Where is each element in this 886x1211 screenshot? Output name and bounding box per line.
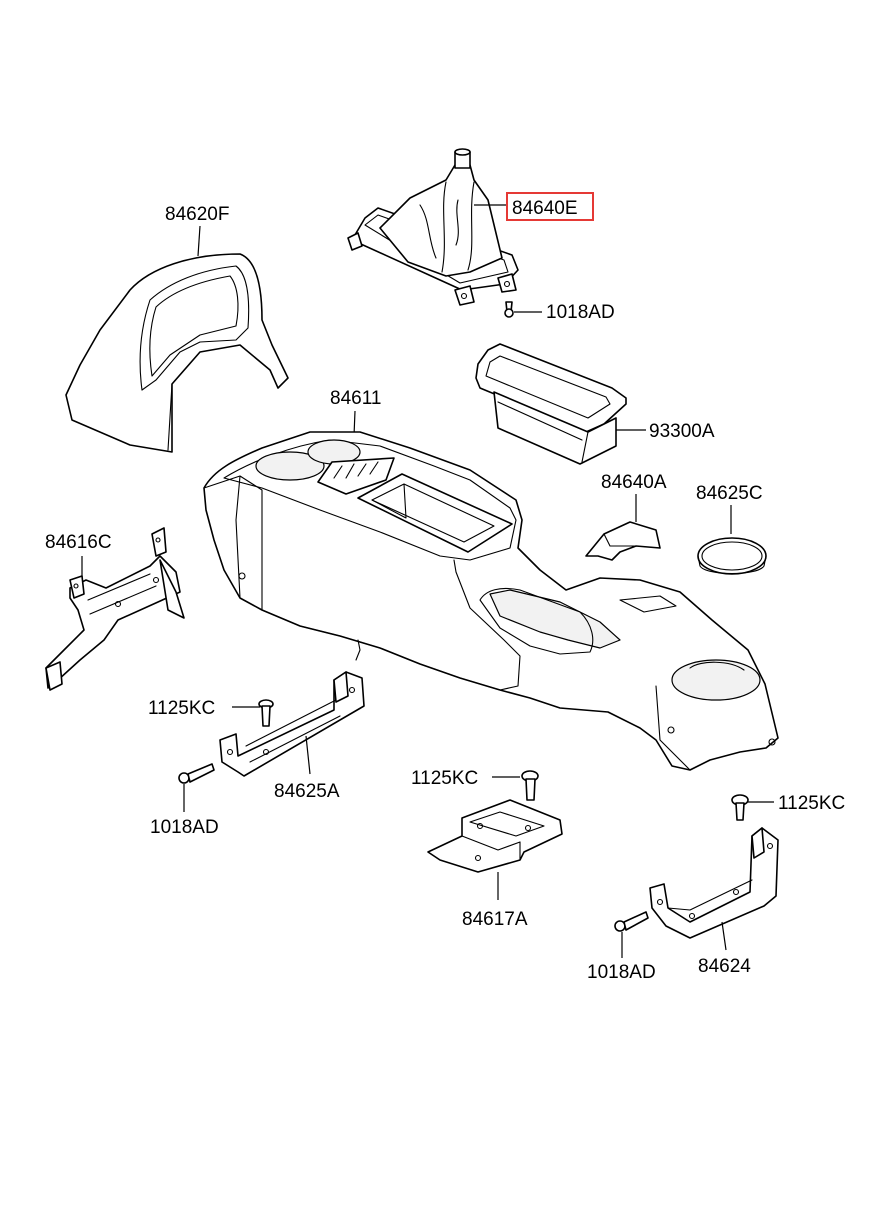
cover-84620F [65,253,289,453]
screw-1018AD-left [178,763,215,784]
label-84640A[interactable]: 84640A [601,472,667,493]
bracket-84617A [427,799,563,873]
label-84617A[interactable]: 84617A [462,909,528,930]
label-1018AD-top[interactable]: 1018AD [546,302,615,323]
label-1125KC-right[interactable]: 1125KC [778,793,845,814]
label-84625A[interactable]: 84625A [274,781,340,802]
screw-1018AD-right [614,911,649,932]
label-84625C[interactable]: 84625C [696,483,763,504]
bracket-84616C [45,527,185,691]
label-84640E[interactable]: 84640E [512,198,578,219]
label-84620F[interactable]: 84620F [165,204,229,225]
label-84616C[interactable]: 84616C [45,532,112,553]
console-84611 [203,431,779,771]
label-1125KC-mid[interactable]: 1125KC [411,768,478,789]
bolt-1125KC-mid [521,770,539,801]
label-1018AD-left[interactable]: 1018AD [150,817,219,838]
label-93300A[interactable]: 93300A [649,421,715,442]
bracket-84625A [219,671,365,777]
ring-84625C [697,537,767,575]
label-1018AD-right[interactable]: 1018AD [587,962,656,983]
label-84611[interactable]: 84611 [330,388,381,409]
trim-84640A [585,521,661,561]
highlight-box [506,192,594,221]
screw-1018AD-top [504,301,514,318]
shift-boot-part [347,148,519,306]
label-1125KC-left[interactable]: 1125KC [148,698,215,719]
bolt-1125KC-left [258,699,274,727]
tray-93300A [475,343,627,465]
label-84624[interactable]: 84624 [698,956,751,977]
bolt-1125KC-right [731,794,749,821]
bracket-84624 [649,827,779,939]
